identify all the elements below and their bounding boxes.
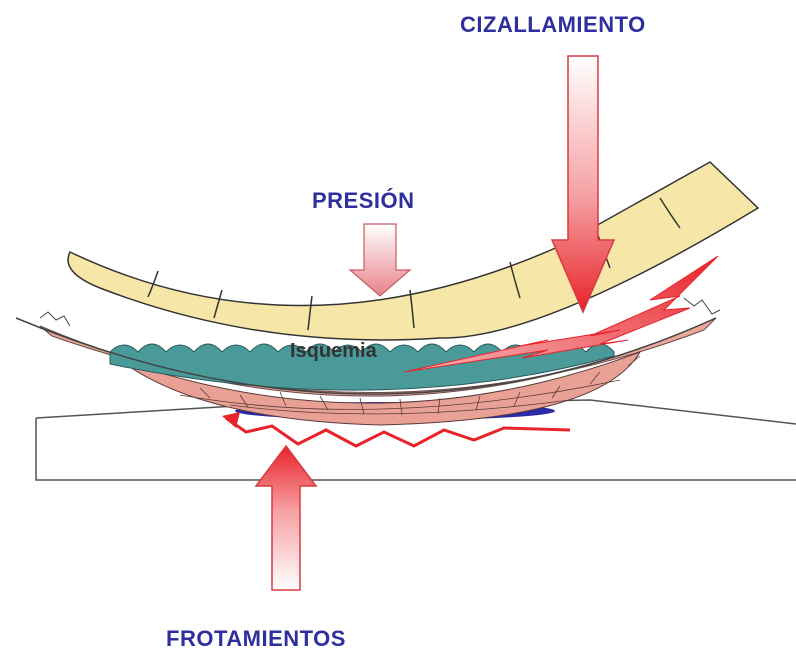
shear-label: CIZALLAMIENTO [460, 12, 646, 38]
friction-arrow [256, 446, 316, 590]
ischemia-label: Isquemia [290, 340, 377, 363]
skin-edge-right [684, 298, 720, 314]
friction-label: FROTAMIENTOS [166, 626, 346, 652]
pressure-arrow [350, 224, 410, 296]
skin-edge-left [40, 312, 70, 326]
pressure-label: PRESIÓN [312, 188, 415, 214]
